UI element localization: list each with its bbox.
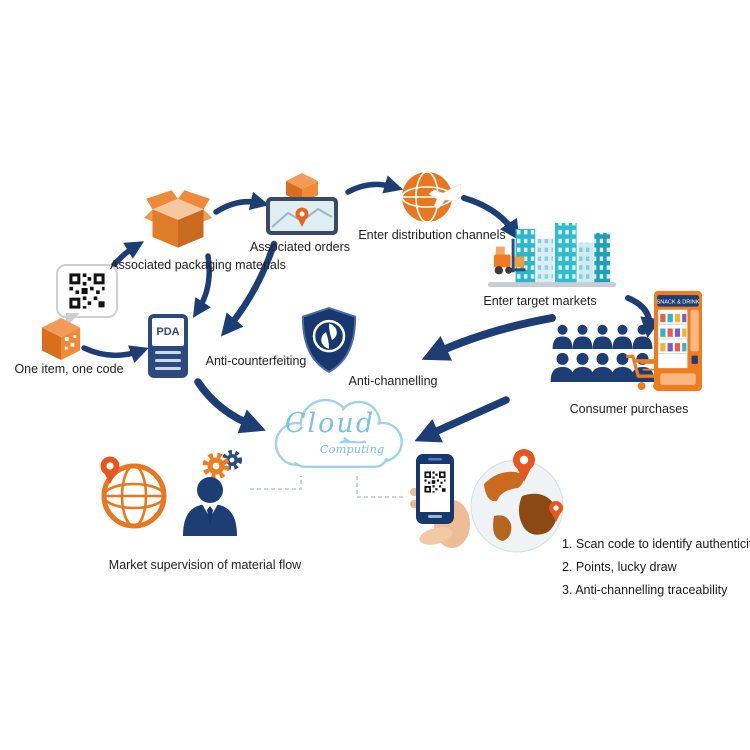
dashed-connectors: [250, 476, 406, 498]
benefit-item-2: 2. Points, lucky draw: [562, 560, 677, 574]
cloud-icon: [274, 398, 403, 468]
speech-bubble: [56, 264, 118, 327]
vending-sign: SNACK & DRINK: [657, 299, 700, 305]
pda-screen: PDA: [152, 318, 184, 346]
label-consumers: Consumer purchases: [569, 402, 689, 416]
label-supervision: Market supervision of material flow: [108, 558, 302, 572]
dashed-cloud-to-phone: [356, 476, 406, 498]
arrow-packaging-down: [192, 253, 212, 318]
phone-scan-icon: [410, 454, 470, 548]
shield-icon: [301, 307, 357, 374]
benefit-item-3: 3. Anti-channelling traceability: [562, 583, 728, 597]
cloud-subtitle: Computing: [319, 442, 385, 456]
wireframe-globe-icon: [100, 456, 167, 529]
cloud-title: Cloud: [284, 408, 376, 439]
label-anti-counterfeiting: Anti-counterfeiting: [205, 354, 307, 368]
qr-code-icon: [67, 271, 107, 311]
benefits-list: 1. Scan code to identify authenticity 2.…: [562, 537, 750, 606]
label-anti-channelling: Anti-channelling: [348, 374, 438, 388]
arrow-orders-to-distribution: [345, 175, 403, 195]
benefit-item-1: 1. Scan code to identify authenticity: [562, 537, 750, 551]
label-markets: Enter target markets: [483, 294, 597, 308]
globe-plane-icon: [401, 171, 462, 223]
orders-case-icon: [266, 173, 338, 235]
pda-icon: PDA: [148, 314, 188, 378]
arrow-consumers-to-antichannelling: [421, 314, 556, 361]
arrow-orders-down: [220, 240, 278, 337]
open-box-icon: [144, 190, 212, 248]
label-orders: Associated orders: [249, 240, 351, 254]
label-distribution: Enter distribution channels: [358, 228, 506, 242]
label-packaging: Associated packaging materials: [110, 258, 286, 272]
arrow-cube-to-pda: [81, 345, 149, 363]
arrow-right-to-cloud: [414, 396, 510, 443]
arrow-distribution-to-markets: [461, 195, 520, 241]
arrow-markets-to-consumers: [625, 295, 661, 339]
arrow-packaging-to-orders: [213, 191, 270, 215]
vending-machine-icon: SNACK & DRINK: [654, 290, 702, 392]
earth-pins-icon: [470, 449, 564, 553]
pda-keypad: [152, 351, 184, 370]
label-one-item: One item, one code: [14, 362, 124, 376]
speech-bubble-tail: [66, 313, 80, 327]
city-forklift-icon: [488, 223, 616, 288]
inspector-icon: [183, 450, 242, 536]
arrow-left-to-cloud: [194, 378, 266, 434]
cube-box-icon: [41, 318, 81, 360]
dashed-cloud-to-supervision: [250, 476, 302, 490]
